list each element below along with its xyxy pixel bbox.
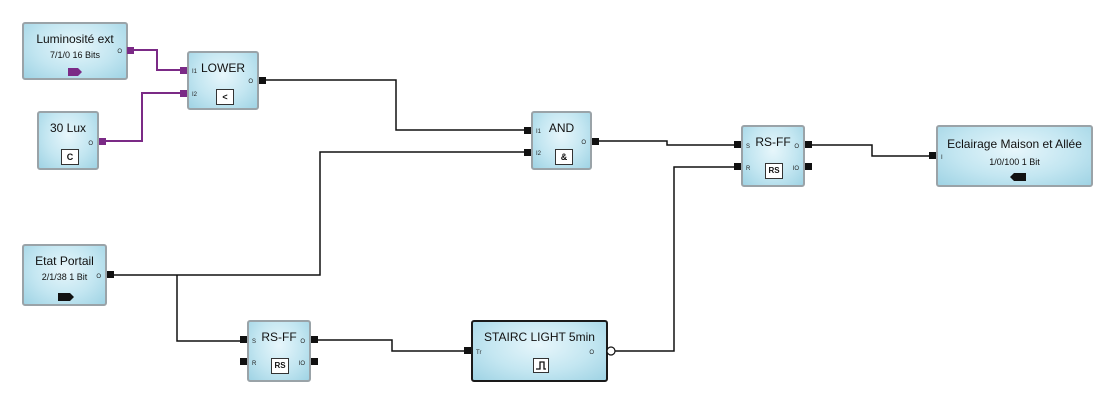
port-label-o: O [117, 49, 122, 55]
block-title: RS-FF [261, 330, 297, 344]
port-label-tr: Tr [476, 350, 482, 356]
block-title: Eclairage Maison et Allée [947, 137, 1082, 151]
block-and[interactable]: AND & I1 I2 O [531, 111, 592, 170]
port-label-s: S [252, 339, 257, 345]
rs-flipflop-icon: RS [765, 163, 783, 179]
rsff-top-input-s[interactable] [734, 141, 741, 148]
etat-output-port[interactable] [107, 271, 114, 278]
port-label-o: O [589, 350, 594, 356]
stairc-input-tr[interactable] [464, 347, 471, 354]
port-label-o: O [300, 339, 305, 345]
port-label-io: IO [792, 166, 799, 172]
block-address: 2/1/38 1 Bit [41, 272, 88, 282]
port-label-o: O [96, 274, 101, 280]
wire-30lux-to-lower[interactable] [103, 92, 183, 142]
block-etat-portail[interactable]: Etat Portail 2/1/38 1 Bit O [22, 244, 107, 306]
block-lower[interactable]: LOWER < I1 I2 O [187, 51, 259, 110]
stairc-inverted-output-port[interactable] [606, 346, 616, 356]
rsff-top-output-o[interactable] [805, 141, 812, 148]
rs-flipflop-icon: RS [271, 358, 289, 374]
wire-and-to-rsff[interactable] [596, 140, 737, 146]
port-label-i1: I1 [536, 129, 542, 135]
block-eclairage[interactable]: Eclairage Maison et Allée 1/0/100 1 Bit … [936, 125, 1093, 187]
luminosite-output-port[interactable] [127, 47, 134, 54]
port-label-i: I [941, 155, 943, 161]
wire-luminosite-to-lower[interactable] [131, 49, 183, 71]
port-label-i2: I2 [536, 151, 542, 157]
port-label-i2: I2 [192, 92, 198, 98]
lower-input-i2[interactable] [180, 90, 187, 97]
block-title: Luminosité ext [36, 32, 114, 46]
block-address: 1/0/100 1 Bit [989, 157, 1040, 167]
wire-etat-to-and[interactable] [111, 151, 526, 276]
and-input-i1[interactable] [524, 127, 531, 134]
wire-rsff-to-eclairage[interactable] [808, 144, 931, 157]
wire-rsff-bottom-to-stairc[interactable] [315, 339, 467, 352]
rsff-bottom-output-io[interactable] [311, 358, 318, 365]
wire-stairc-to-rsff-top[interactable] [614, 166, 737, 352]
block-stairc-light[interactable]: STAIRC LIGHT 5min Tr O [471, 320, 608, 382]
port-label-i1: I1 [192, 69, 198, 75]
port-label-io: IO [298, 361, 305, 367]
block-title: RS-FF [755, 135, 791, 149]
wire-etat-to-rsff-bottom[interactable] [176, 275, 244, 342]
block-rs-ff-top[interactable]: RS-FF RS S R O IO [741, 125, 805, 187]
output-arrow-icon [58, 293, 74, 301]
staircase-timer-icon [533, 358, 549, 373]
output-arrow-icon [68, 68, 82, 76]
constant-icon: C [61, 149, 79, 165]
port-label-o: O [88, 141, 93, 147]
wire-lower-to-and[interactable] [263, 79, 526, 131]
block-title: AND [548, 121, 575, 135]
input-arrow-icon [1010, 173, 1026, 181]
and-output-port[interactable] [592, 138, 599, 145]
port-label-o: O [248, 79, 253, 85]
rsff-bottom-input-r[interactable] [240, 358, 247, 365]
block-30-lux[interactable]: 30 Lux C O [37, 111, 99, 170]
lower-output-port[interactable] [259, 77, 266, 84]
lux30-output-port[interactable] [99, 138, 106, 145]
and-input-i2[interactable] [524, 149, 531, 156]
and-gate-icon: & [555, 149, 573, 165]
block-luminosite-ext[interactable]: Luminosité ext 7/1/0 16 Bits O [22, 22, 128, 80]
port-label-o: O [794, 144, 799, 150]
block-title: STAIRC LIGHT 5min [484, 330, 595, 344]
block-title: 30 Lux [49, 121, 87, 135]
lower-input-i1[interactable] [180, 67, 187, 74]
port-label-r: R [252, 361, 257, 367]
rsff-bottom-output-o[interactable] [311, 336, 318, 343]
rsff-top-input-r[interactable] [734, 163, 741, 170]
block-rs-ff-bottom[interactable]: RS-FF RS S R O IO [247, 320, 311, 382]
block-title: LOWER [200, 61, 245, 75]
block-address: 7/1/0 16 Bits [49, 50, 101, 60]
port-label-s: S [746, 144, 751, 150]
rsff-top-output-io[interactable] [805, 163, 812, 170]
eclairage-input-port[interactable] [929, 152, 936, 159]
block-title: Etat Portail [35, 254, 94, 268]
compare-lower-icon: < [216, 89, 234, 105]
port-label-o: O [581, 140, 586, 146]
rsff-bottom-input-s[interactable] [240, 336, 247, 343]
port-label-r: R [746, 166, 751, 172]
